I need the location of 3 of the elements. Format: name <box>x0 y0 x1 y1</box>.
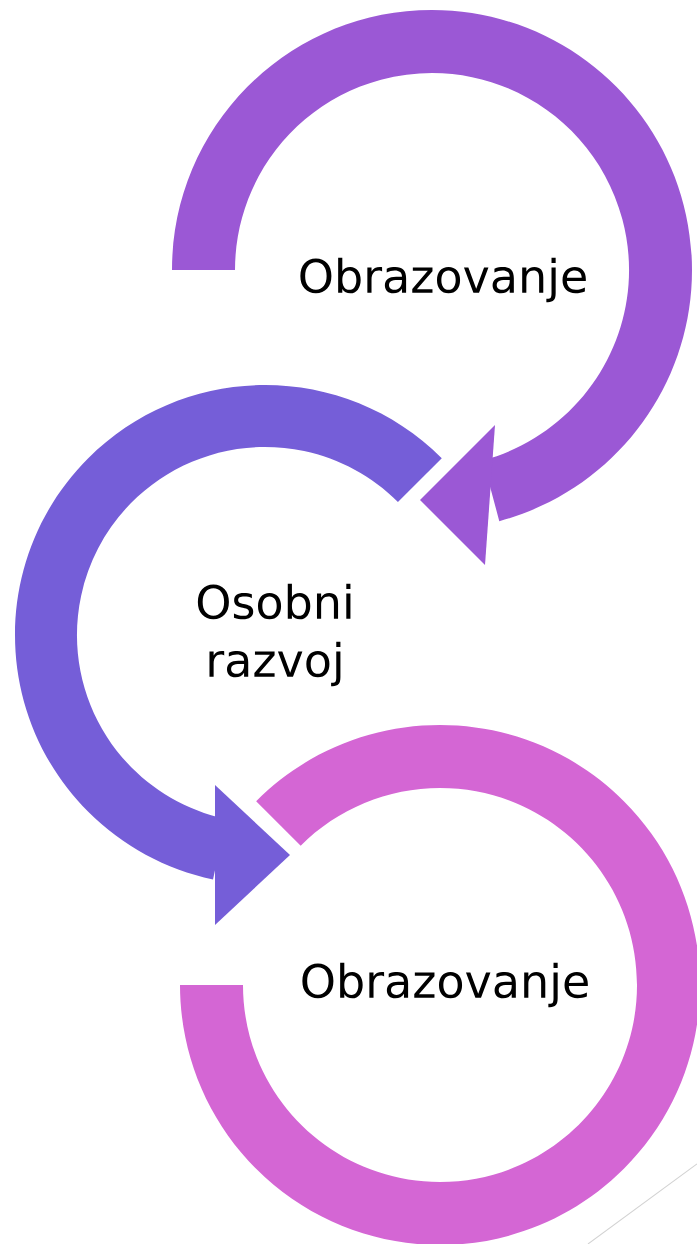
ring-segment: Osobni razvoj <box>15 385 442 925</box>
ring-segment: Obrazovanje <box>180 725 697 1244</box>
ring-segment: Obrazovanje <box>172 10 692 565</box>
